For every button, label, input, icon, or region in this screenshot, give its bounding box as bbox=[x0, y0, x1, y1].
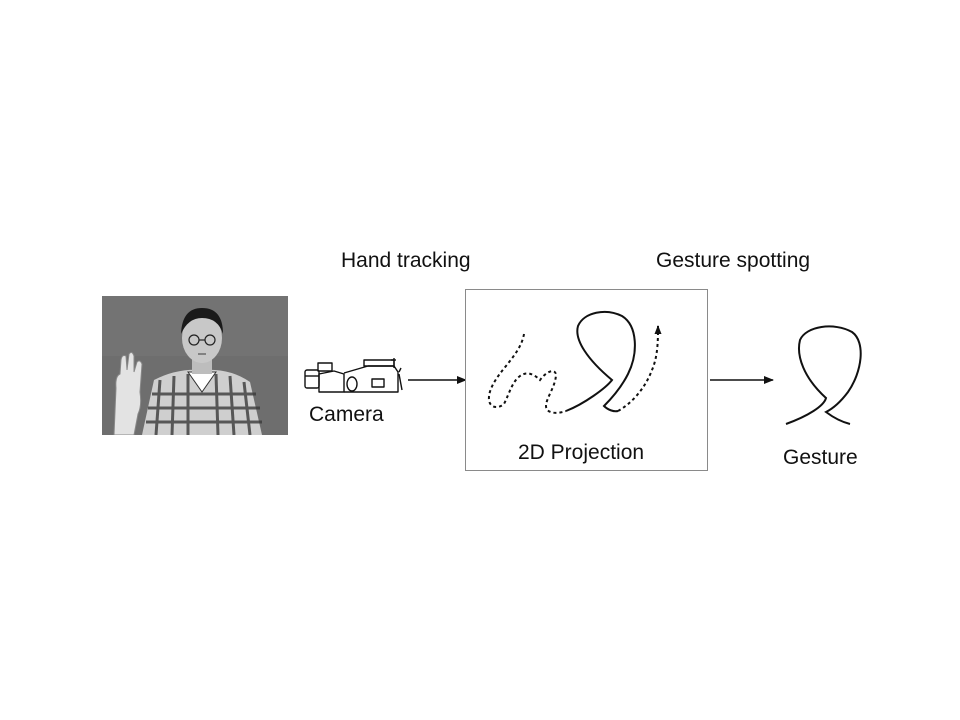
gesture-spotting-label: Gesture spotting bbox=[656, 249, 811, 272]
person-photo bbox=[102, 296, 288, 435]
camera-label: Camera bbox=[309, 403, 384, 426]
projection-label: 2D Projection bbox=[518, 441, 645, 464]
dashed-trajectory-start bbox=[487, 333, 567, 414]
person-raising-hand-illustration bbox=[102, 296, 288, 435]
solid-trajectory-loop bbox=[565, 310, 636, 413]
gesture-label: Gesture bbox=[783, 446, 858, 469]
gesture-curve bbox=[785, 325, 862, 425]
video-camera-icon bbox=[304, 358, 403, 393]
hand-tracking-label: Hand tracking bbox=[341, 249, 471, 272]
projection-box bbox=[465, 289, 708, 471]
projection-trajectory bbox=[487, 310, 662, 414]
dashed-trajectory-end bbox=[617, 325, 662, 412]
